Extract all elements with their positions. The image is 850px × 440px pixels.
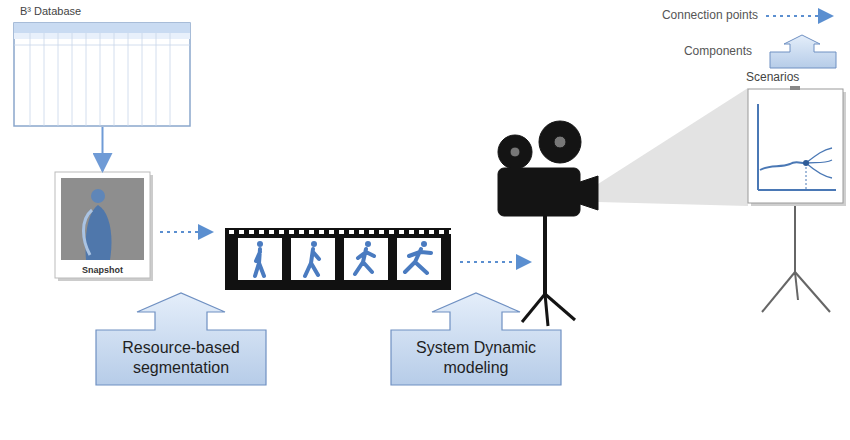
projection-screen: [748, 86, 846, 312]
projection-beam: [598, 88, 748, 206]
legend-label: Connection points: [662, 8, 758, 22]
flow-arrow: [102, 127, 104, 171]
database-title: B³ Database: [10, 4, 192, 17]
movie-camera: [498, 121, 598, 326]
component-callout: System Dynamic modeling: [390, 292, 562, 386]
legend-component-shape: [770, 35, 836, 68]
film-strip: [225, 228, 451, 290]
scenarios-node: Scenarios: [738, 70, 846, 206]
scenarios-title: Scenarios: [738, 70, 846, 84]
component-label: Resource-based segmentation: [99, 338, 263, 378]
component-label: System Dynamic modeling: [394, 338, 558, 378]
legend-label: Components: [684, 44, 752, 58]
snapshot-photo: [55, 172, 153, 281]
snapshot-node: Snapshot: [55, 172, 150, 278]
legend-dotted-arrow: [766, 15, 832, 17]
component-callout: Resource-based segmentation: [95, 292, 267, 386]
database: B³ Database: [10, 4, 192, 126]
spreadsheet: [14, 23, 190, 126]
snapshot-caption: Snapshot: [55, 265, 150, 275]
connection-arrow: [160, 232, 530, 262]
